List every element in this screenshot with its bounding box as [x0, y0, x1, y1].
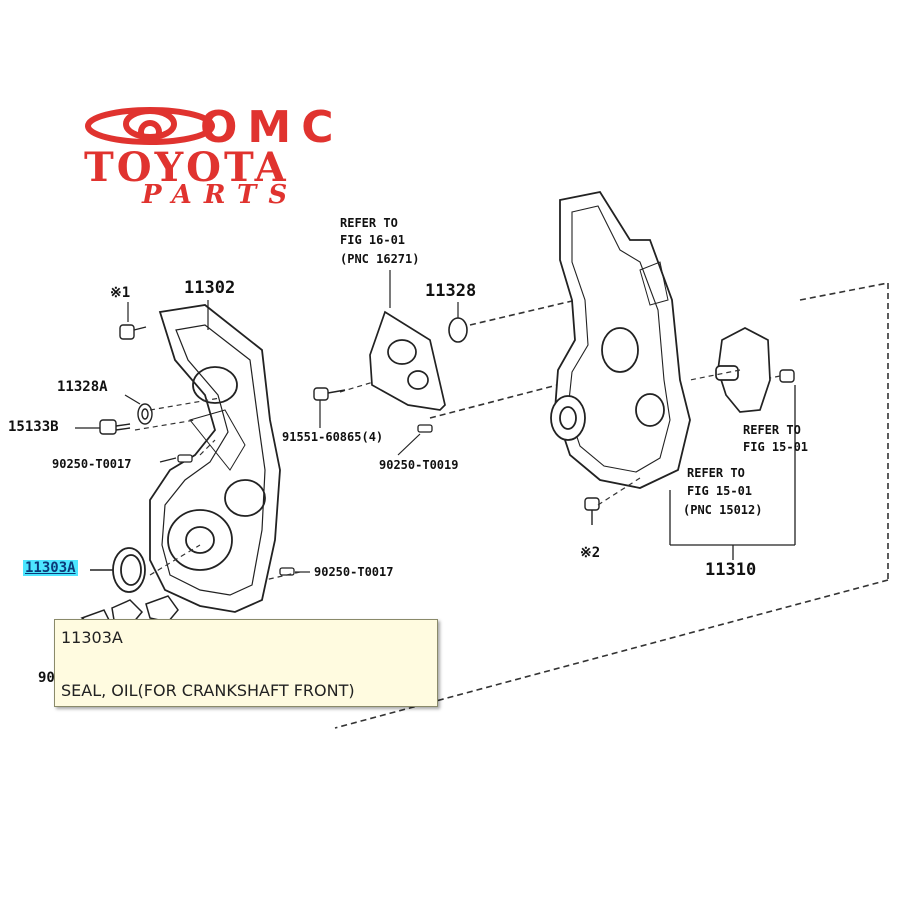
refer-note-15b-line1: REFER TO	[687, 466, 745, 480]
oil-pump-part[interactable]	[715, 327, 771, 413]
part-label-11328a[interactable]: 11328A	[57, 379, 108, 395]
bolt-icon	[119, 324, 147, 340]
pin-icon	[177, 424, 433, 576]
ref-mark-1: ※1	[110, 285, 131, 301]
part-label-11328[interactable]: 11328	[425, 281, 477, 301]
water-pump-gasket[interactable]	[369, 310, 446, 411]
oil-seal-11303a[interactable]	[112, 547, 146, 593]
logo-toyota-text: TOYOTA	[84, 144, 289, 191]
part-tooltip: 11303A SEAL, OIL(FOR CRANKSHAFT FRONT)	[54, 619, 438, 707]
refer-note-16-line2: FIG 16-01	[340, 233, 406, 247]
bolt-icon	[584, 497, 600, 525]
refer-note-16-line3: (PNC 16271)	[340, 252, 420, 266]
part-label-90250-t0019[interactable]: 90250-T0019	[379, 458, 459, 472]
refer-note-15b-line2: FIG 15-01	[687, 484, 753, 498]
ref-mark-2: ※2	[580, 545, 601, 561]
refer-note-16-line1: REFER TO	[340, 216, 398, 230]
omc-toyota-parts-logo: OMC TOYOTA PARTS	[80, 102, 400, 210]
part-label-90250-t0017-a[interactable]: 90250-T0017	[52, 457, 132, 471]
refer-note-15a-line2: FIG 15-01	[743, 440, 809, 454]
part-label-11302[interactable]: 11302	[184, 278, 236, 298]
refer-note-15b-line3: (PNC 15012)	[683, 503, 763, 517]
o-ring-11328[interactable]	[448, 317, 468, 343]
part-label-15133b[interactable]: 15133B	[8, 419, 59, 435]
part-label-partial: 90	[38, 670, 55, 686]
bolt-icon	[779, 369, 795, 383]
part-label-11303a[interactable]: 11303A	[23, 560, 78, 576]
tooltip-part-number: 11303A	[61, 628, 123, 647]
part-label-90250-t0017-b[interactable]: 90250-T0017	[314, 565, 394, 579]
timing-cover-11302[interactable]	[149, 304, 281, 613]
logo-parts-text: PARTS	[142, 180, 300, 210]
tooltip-description: SEAL, OIL(FOR CRANKSHAFT FRONT)	[61, 681, 355, 700]
part-label-91551[interactable]: 91551-60865(4)	[282, 430, 384, 444]
timing-case-11310[interactable]	[550, 190, 691, 489]
bolt-15133b-icon	[99, 419, 131, 435]
washer-icon	[137, 403, 153, 425]
toyota-emblem-icon	[85, 107, 215, 145]
refer-note-15a-line1: REFER TO	[743, 423, 801, 437]
part-label-11310[interactable]: 11310	[705, 560, 757, 580]
bolt-91551-icon	[313, 387, 346, 401]
logo-omc-text: OMC	[200, 102, 344, 153]
